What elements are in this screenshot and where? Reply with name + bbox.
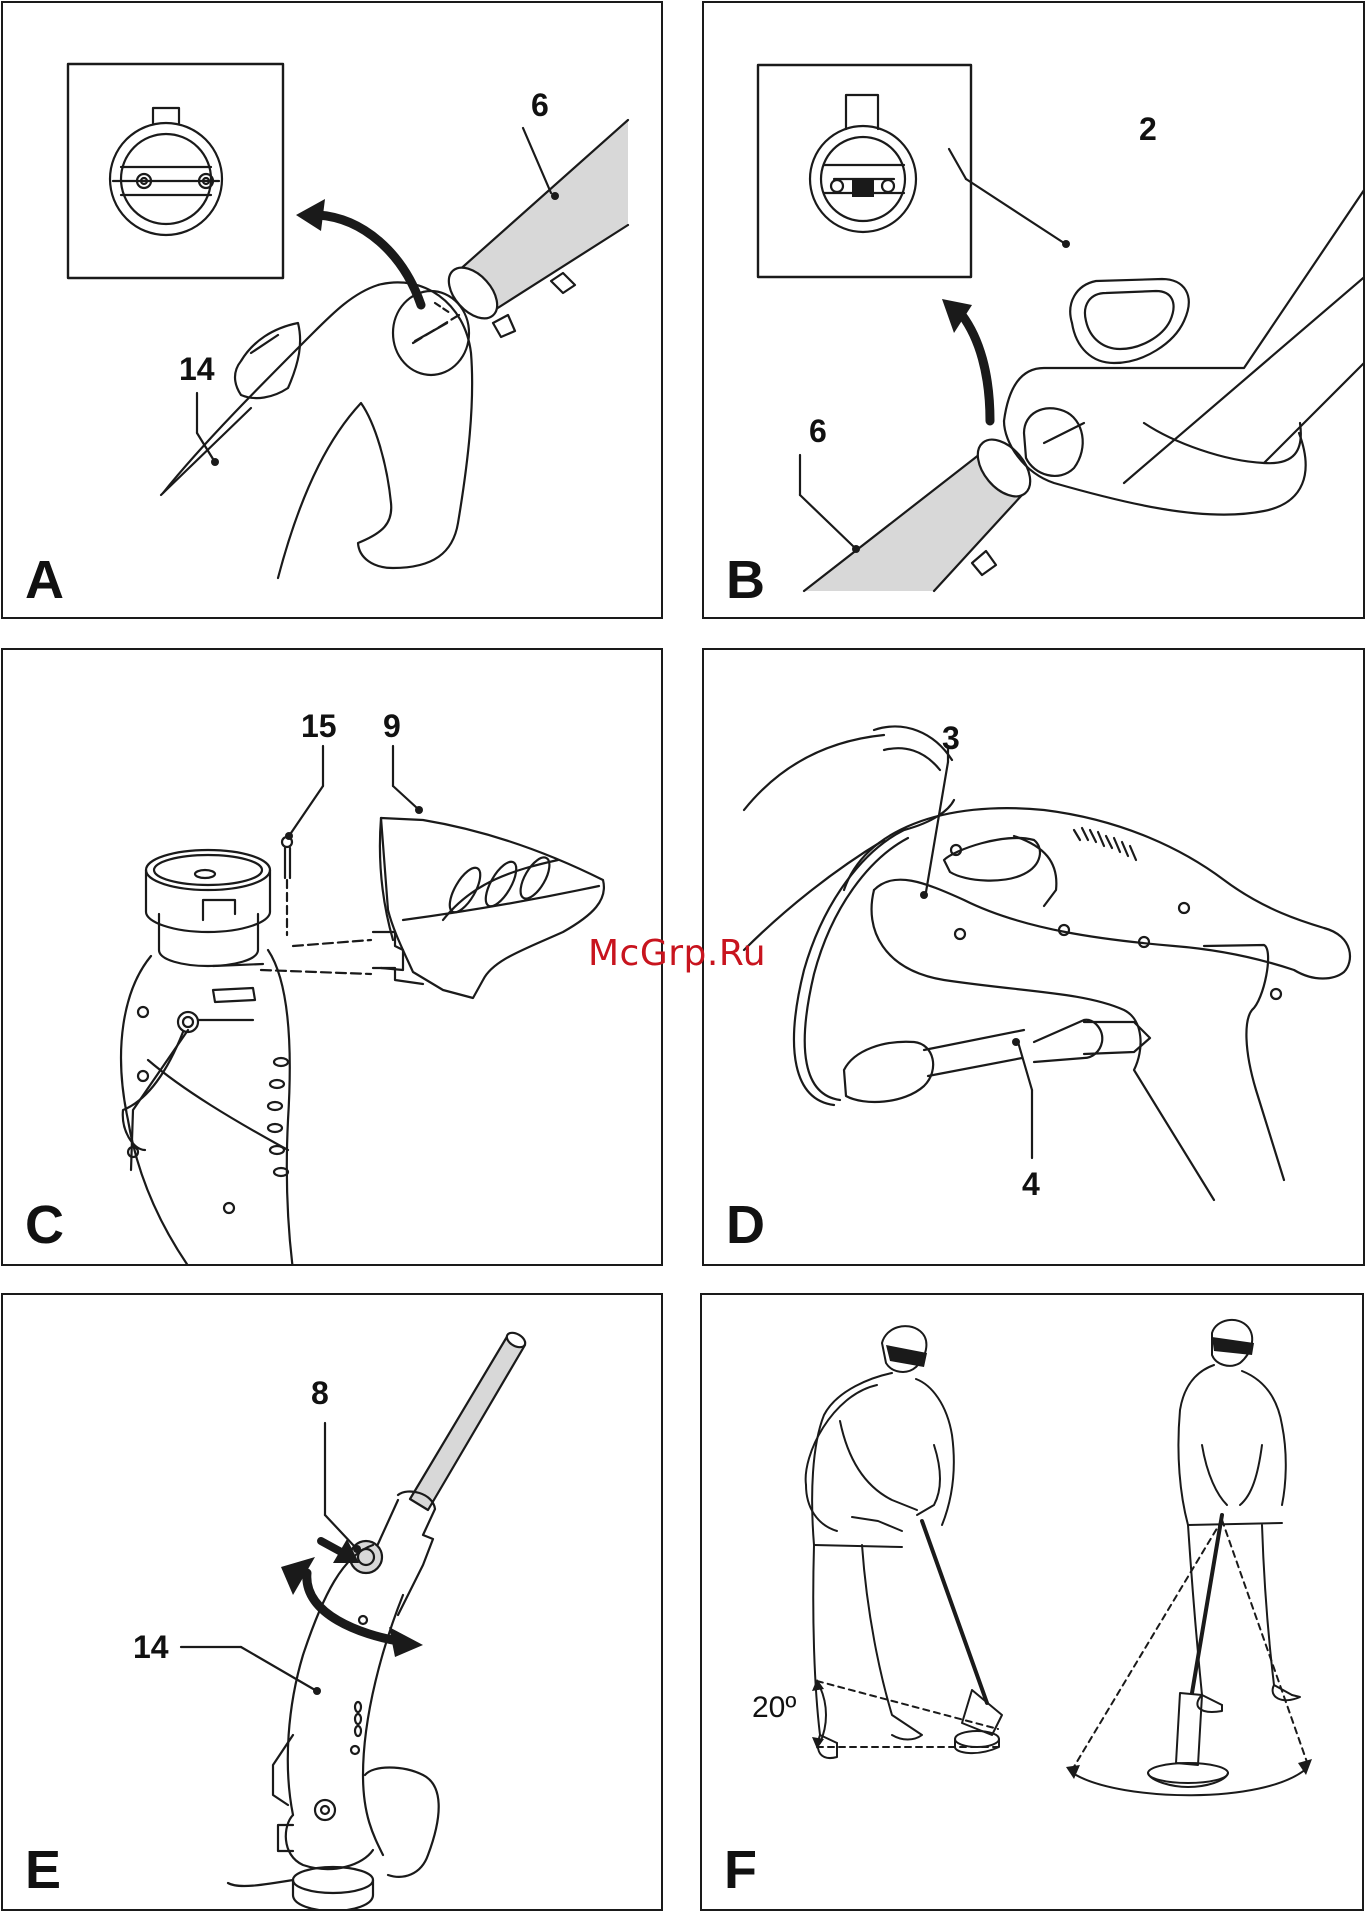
- panel-label-e: E: [25, 1843, 61, 1897]
- callout-8: 8: [311, 1377, 329, 1409]
- panel-label-b: B: [726, 553, 765, 607]
- callout-3: 3: [942, 722, 960, 754]
- panel-label-a: A: [25, 553, 64, 607]
- callout-2: 2: [1139, 113, 1157, 145]
- socket-inset-box: [68, 64, 283, 278]
- panel-e-illustration: [3, 1295, 663, 1911]
- panel-c: 15 9 C: [1, 648, 663, 1266]
- panel-a-illustration: [3, 3, 663, 619]
- callout-4: 4: [1022, 1168, 1040, 1200]
- arrow-head-icon: [296, 199, 325, 231]
- callout-14: 14: [133, 1631, 169, 1663]
- rotate-arrow-down-icon: [389, 1627, 423, 1657]
- panel-label-d: D: [726, 1198, 765, 1252]
- panel-f-illustration: [702, 1295, 1364, 1911]
- watermark: McGrp.Ru: [588, 936, 766, 972]
- panel-a: 6 14 A: [1, 1, 663, 619]
- panel-b-illustration: [704, 3, 1365, 619]
- panel-f: 20º F: [700, 1293, 1364, 1911]
- callout-15: 15: [301, 710, 337, 742]
- angle-label: 20º: [752, 1693, 796, 1723]
- panel-e: 8 14 E: [1, 1293, 663, 1911]
- callout-6: 6: [531, 89, 549, 121]
- panel-d: 3 4 D: [702, 648, 1365, 1266]
- panel-b: 2 6 B: [702, 1, 1365, 619]
- callout-9: 9: [383, 710, 401, 742]
- panel-label-c: C: [25, 1198, 64, 1252]
- callout-6: 6: [809, 415, 827, 447]
- callout-14: 14: [179, 353, 215, 385]
- panel-label-f: F: [724, 1843, 757, 1897]
- plug-inset-box: [758, 65, 971, 277]
